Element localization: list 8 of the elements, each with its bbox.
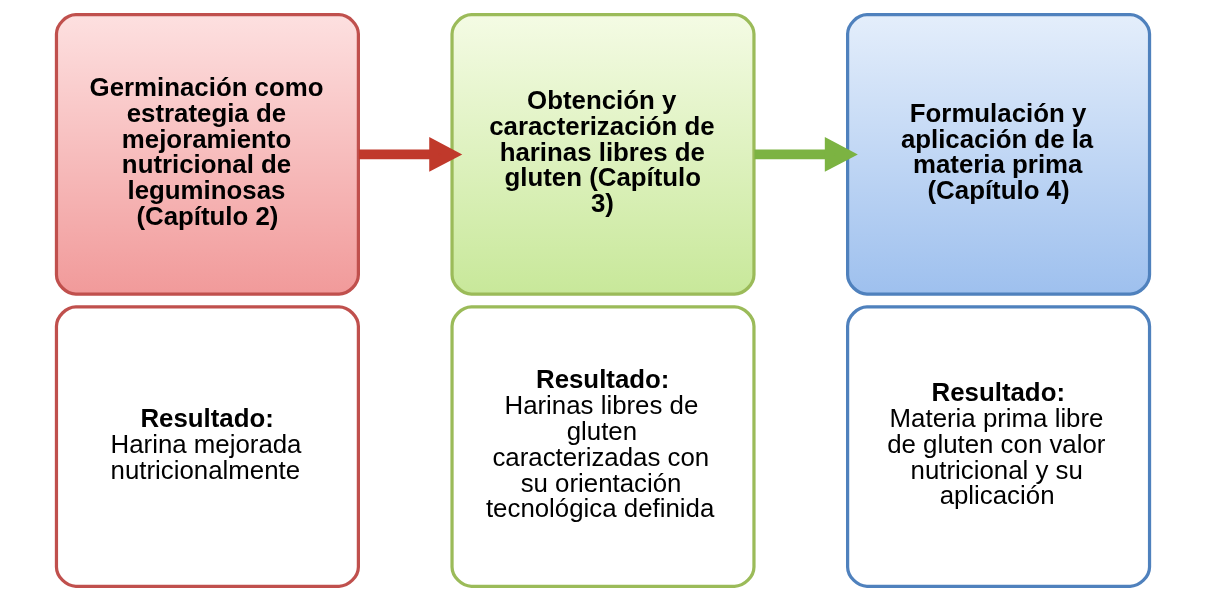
node-box: Resultado: Harinas libres de gluten caracterizadas con su orientación tecnológica definida — [450, 305, 756, 588]
node-box: Obtención y caracterización de harinas libres de gluten (Capítulo 3) — [450, 13, 756, 296]
arrow — [754, 137, 858, 172]
node-box: Resultado: Materia prima libre de gluten con valor nutricional y su aplicación — [846, 305, 1152, 588]
node-box: Formulación y aplicación de la materia prima (Capítulo 4) — [846, 13, 1152, 296]
node-box: Resultado: Harina mejorada nutricionalmente — [54, 305, 360, 588]
node-box: Germinación como estrategia de mejoramiento nutricional de leguminosas (Capítulo 2) — [54, 13, 360, 296]
arrow — [358, 137, 463, 172]
